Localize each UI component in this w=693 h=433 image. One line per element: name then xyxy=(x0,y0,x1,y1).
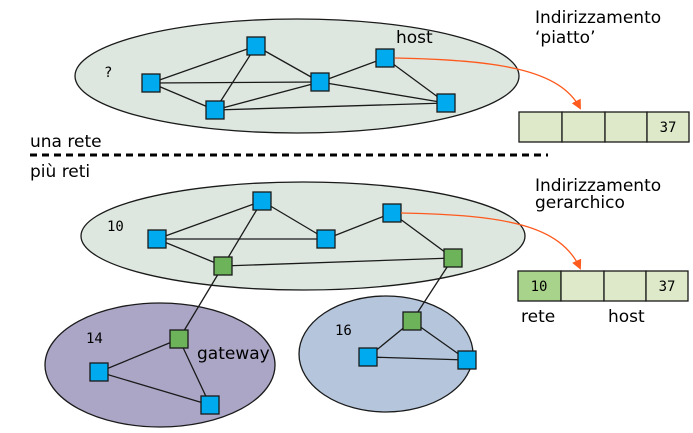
gateway-nodes xyxy=(169,248,463,349)
flat-address-arrow xyxy=(394,57,581,110)
net-16-hosts xyxy=(358,347,477,370)
net-16-host-node xyxy=(358,347,378,367)
gateway-node xyxy=(443,248,463,268)
flat-network-hosts xyxy=(141,36,456,120)
net-16-cloud xyxy=(298,295,474,413)
flat-address-cell xyxy=(561,111,606,143)
hierarchical-heading-line2: gerarchico xyxy=(535,193,625,213)
gateway-node xyxy=(169,329,189,349)
flat-host-node xyxy=(375,48,395,68)
hierarchical-address-cell xyxy=(560,270,605,302)
net-10-hosts xyxy=(147,191,402,249)
net-14-label: 14 xyxy=(86,331,103,347)
flat-host-label: host xyxy=(396,28,433,48)
flat-host-node xyxy=(141,73,161,93)
flat-host-node xyxy=(436,93,456,113)
net-14-hosts xyxy=(89,362,220,415)
gateway-label: gateway xyxy=(197,344,270,364)
net-16-host-node xyxy=(457,350,477,370)
flat-address-cell xyxy=(518,111,563,143)
net-10-links xyxy=(156,200,454,267)
net-14-host-node xyxy=(89,362,109,382)
gateway-node xyxy=(213,256,233,276)
net-10-host-node xyxy=(382,203,402,223)
net-10-host-node xyxy=(316,229,336,249)
net-10-host-node xyxy=(252,191,272,211)
net-14-cloud xyxy=(44,302,276,428)
net-16-label: 16 xyxy=(335,323,352,339)
net-10-label: 10 xyxy=(107,219,124,235)
net-14-host-node xyxy=(200,395,220,415)
hierarchical-address-arrow xyxy=(400,212,582,270)
field-rete-label: rete xyxy=(521,307,555,327)
separator-bottom-label: più reti xyxy=(30,162,90,182)
flat-address-box: 37 xyxy=(518,111,690,143)
flat-address-cell xyxy=(604,111,648,143)
flat-address-value: 37 xyxy=(660,120,677,136)
flat-heading-line2: ‘piatto’ xyxy=(535,28,595,48)
hierarchical-address-box: 10 37 xyxy=(517,270,689,302)
net-10-cloud xyxy=(80,181,526,291)
hierarchical-heading-line1: Indirizzamento xyxy=(535,176,661,196)
flat-host-node xyxy=(310,72,330,92)
net-10-host-node xyxy=(147,229,167,249)
flat-address-cell xyxy=(646,111,690,143)
hierarchical-address-value: 10 xyxy=(531,279,548,295)
hierarchical-address-cell xyxy=(645,270,689,302)
separator-top-label: una rete xyxy=(30,132,102,152)
flat-network-links xyxy=(150,45,447,111)
flat-host-node xyxy=(246,36,266,56)
gateway-node xyxy=(402,311,422,331)
net-14-links xyxy=(98,338,211,406)
flat-host-node xyxy=(205,100,225,120)
field-host-label: host xyxy=(608,307,645,327)
flat-heading-line1: Indirizzamento xyxy=(535,8,661,28)
hierarchical-address-cell xyxy=(603,270,647,302)
flat-unknown-label: ? xyxy=(104,65,112,81)
hierarchical-address-value: 37 xyxy=(659,279,676,295)
inter-network-links xyxy=(178,257,454,340)
